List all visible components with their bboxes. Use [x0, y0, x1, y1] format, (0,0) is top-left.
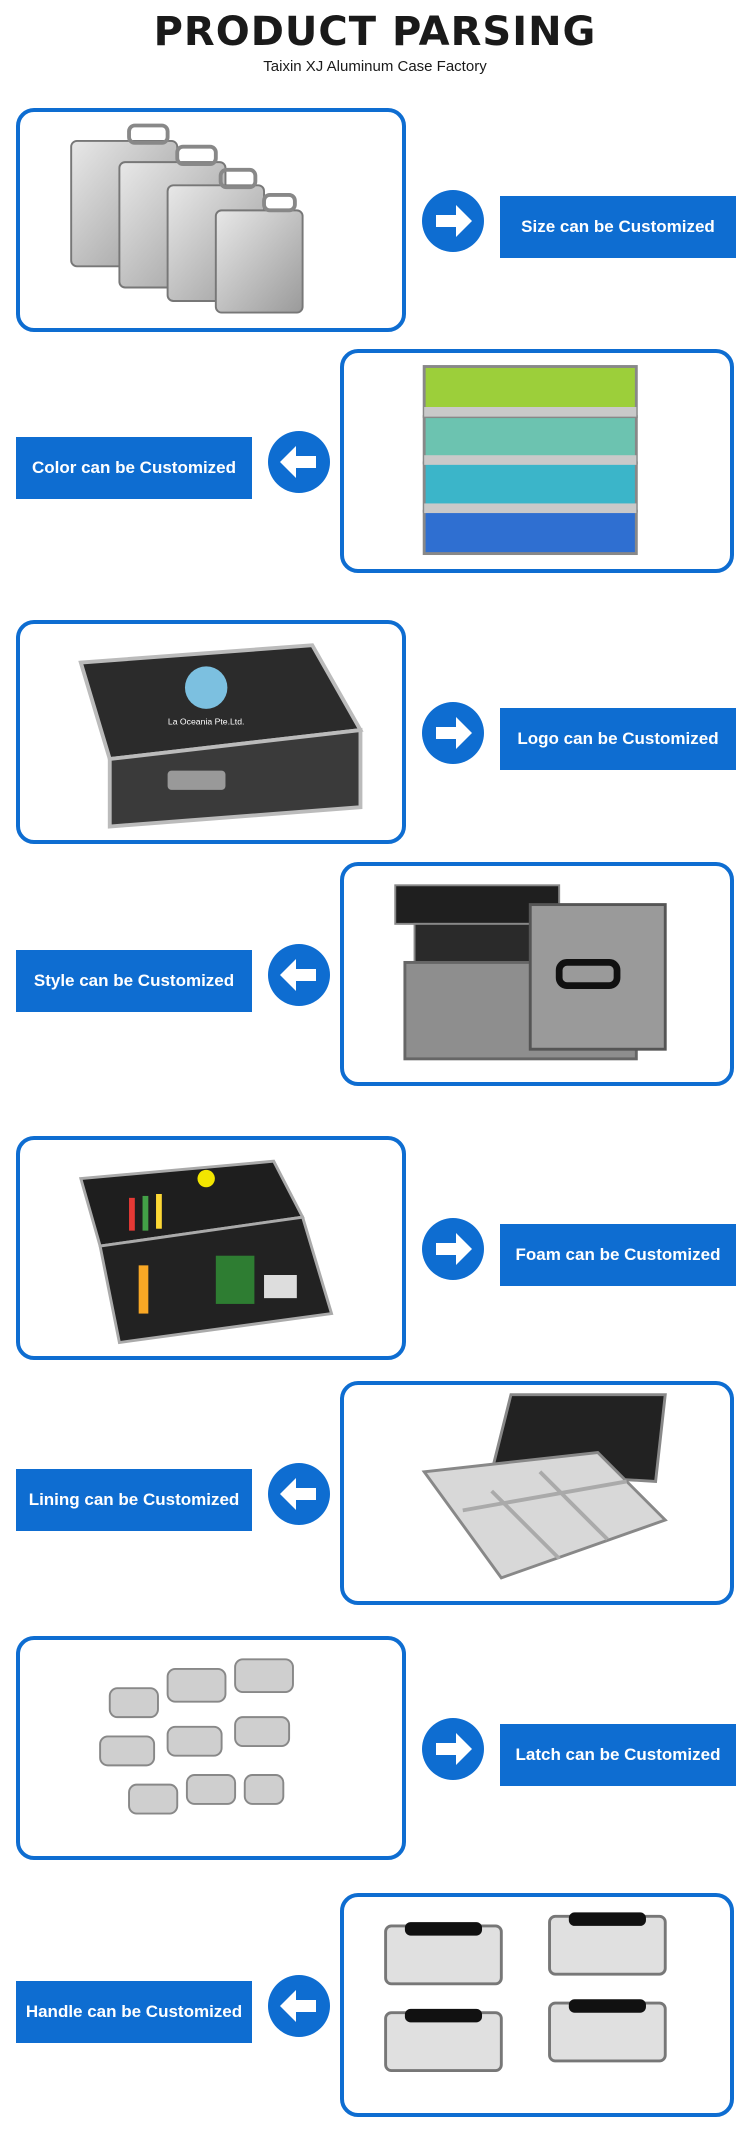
latches-photo	[16, 1636, 406, 1860]
section-lining: Lining can be Customized	[0, 1381, 750, 1613]
arrow-left-icon	[268, 944, 330, 1006]
section-latch: Latch can be Customized	[0, 1636, 750, 1868]
aluminum-cases-size-photo	[16, 108, 406, 332]
arrow-right-icon	[422, 190, 484, 252]
section-size: Size can be Customized	[0, 108, 750, 340]
arrow-right-icon	[422, 702, 484, 764]
handles-photo	[340, 1893, 734, 2117]
foam-label: Foam can be Customized	[500, 1224, 736, 1286]
tool-case-foam-photo	[16, 1136, 406, 1360]
lining-label: Lining can be Customized	[16, 1469, 252, 1531]
logo-label: Logo can be Customized	[500, 708, 736, 770]
cosmetic-case-trays-photo	[340, 862, 734, 1086]
section-foam: Foam can be Customized	[0, 1136, 750, 1368]
latch-label: Latch can be Customized	[500, 1724, 736, 1786]
divider-lining-case-photo	[340, 1381, 734, 1605]
handle-label: Handle can be Customized	[16, 1981, 252, 2043]
arrow-left-icon	[268, 1975, 330, 2037]
arrow-left-icon	[268, 1463, 330, 1525]
arrow-left-icon	[268, 431, 330, 493]
size-label: Size can be Customized	[500, 196, 736, 258]
colored-cases-stack-photo	[340, 349, 734, 573]
page-title: PRODUCT PARSING	[153, 9, 597, 55]
arrow-right-icon	[422, 1718, 484, 1780]
page-subtitle: Taixin XJ Aluminum Case Factory	[263, 58, 487, 75]
style-label: Style can be Customized	[16, 950, 252, 1012]
section-style: Style can be Customized	[0, 862, 750, 1094]
arrow-right-icon	[422, 1218, 484, 1280]
section-handle: Handle can be Customized	[0, 1893, 750, 2125]
logo-text: La Oceania Pte.Ltd.	[168, 716, 245, 726]
section-logo: La Oceania Pte.Ltd. Logo can be Customiz…	[0, 620, 750, 852]
header: PRODUCT PARSING Taixin XJ Aluminum Case …	[0, 0, 750, 90]
section-color: Color can be Customized	[0, 349, 750, 581]
logo-flight-case-photo: La Oceania Pte.Ltd.	[16, 620, 406, 844]
color-label: Color can be Customized	[16, 437, 252, 499]
